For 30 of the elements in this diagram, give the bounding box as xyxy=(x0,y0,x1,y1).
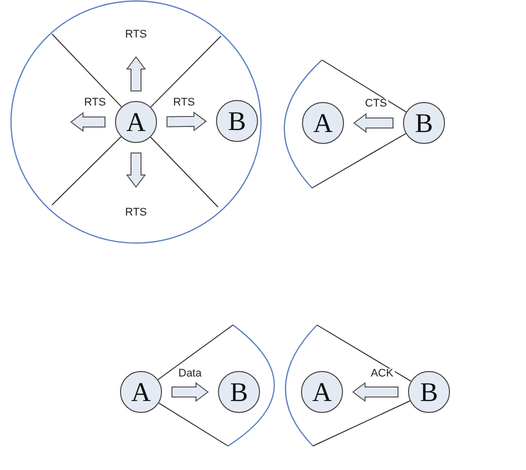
node-label: B xyxy=(230,378,248,406)
node-label: A xyxy=(131,378,151,406)
node-label: B xyxy=(228,108,246,134)
node-label: A xyxy=(312,378,332,406)
node-label: B xyxy=(420,378,438,406)
block-arrow xyxy=(166,111,207,132)
edge-label: CTS xyxy=(364,98,388,110)
edge-label: RTS xyxy=(172,98,196,108)
station-circle xyxy=(302,102,344,144)
station-circle xyxy=(216,100,258,142)
edge-label: Data xyxy=(177,368,203,380)
node-label: A xyxy=(126,108,146,136)
station-circle xyxy=(218,371,260,413)
block-arrow xyxy=(70,112,106,132)
edge-label: ACK xyxy=(370,368,394,380)
station-circle xyxy=(301,371,343,413)
station-circle xyxy=(408,371,450,413)
station-circle xyxy=(403,102,445,144)
node-label: A xyxy=(313,110,333,136)
block-arrow xyxy=(126,152,146,188)
block-arrow xyxy=(172,382,209,402)
block-arrow xyxy=(352,382,398,402)
edge-label: RTS xyxy=(124,208,148,218)
block-arrow xyxy=(126,56,146,92)
block-arrow xyxy=(353,113,394,133)
edge-label: RTS xyxy=(124,30,148,40)
node-label: B xyxy=(414,110,433,136)
station-circle xyxy=(115,101,157,143)
station-circle xyxy=(120,371,162,413)
edge-label: RTS xyxy=(83,98,107,108)
